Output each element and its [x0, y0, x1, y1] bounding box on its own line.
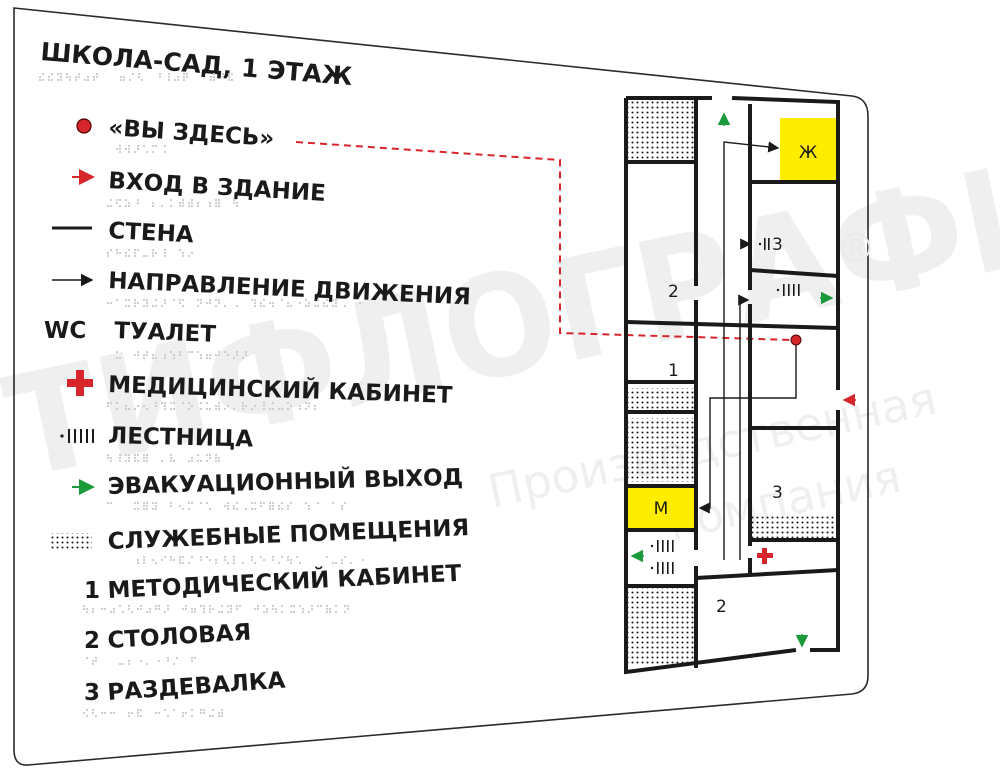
service-room	[628, 100, 694, 160]
registered-mark: ®	[836, 226, 876, 272]
room-label: 1	[668, 361, 679, 381]
braille-dots	[38, 72, 234, 82]
legend-number-3: 3	[84, 680, 100, 706]
medical-cross-icon	[757, 548, 773, 564]
braille-dots	[85, 656, 197, 666]
legend-stairs: ЛЕСТНИЦА	[108, 423, 254, 453]
medical-cross-icon	[67, 370, 93, 396]
direction-arrow	[698, 345, 797, 514]
floor-plan: Ж М	[624, 96, 856, 675]
stairs-icon	[776, 284, 800, 296]
braille-dots	[115, 350, 248, 360]
braille-dots	[106, 453, 221, 463]
you-are-here-icon	[76, 118, 92, 134]
braille-dots	[82, 604, 350, 614]
wall	[695, 568, 839, 580]
outer-wall	[624, 96, 840, 675]
wall	[625, 320, 839, 330]
service-room	[752, 514, 834, 538]
room-label: 2	[716, 597, 727, 617]
braille-dots	[82, 708, 224, 718]
sign-board	[13, 7, 869, 766]
wall	[749, 268, 839, 278]
service-room-icon	[50, 533, 92, 551]
service-room	[628, 588, 694, 666]
direction-arrow	[723, 141, 780, 560]
room-label: 3	[772, 235, 783, 255]
direction-arrow	[738, 294, 750, 560]
legend-wall: СТЕНА	[108, 218, 195, 248]
braille-dots	[106, 501, 347, 511]
wc-icon: WC	[44, 318, 86, 344]
braille-dots	[115, 144, 167, 154]
stairs-icon	[60, 429, 94, 443]
room-label: 2	[668, 282, 679, 302]
toilet-label-f: Ж	[799, 143, 817, 163]
legend-number-2: 2	[84, 628, 100, 654]
braille-dots	[106, 198, 239, 208]
legend-number-1: 1	[84, 578, 100, 604]
legend-wc: ТУАЛЕТ	[114, 318, 217, 348]
stairs-icon	[758, 238, 770, 250]
you-are-here-marker	[790, 334, 802, 346]
toilet-room-m	[628, 488, 694, 528]
toilet-label-m: М	[654, 499, 669, 519]
braille-dots	[106, 298, 362, 308]
room-label: 3	[772, 483, 783, 503]
service-room	[628, 418, 694, 482]
stairs-icon	[650, 540, 674, 574]
service-room	[628, 388, 694, 410]
braille-dots	[106, 401, 317, 411]
toilet-room-f	[780, 118, 836, 182]
braille-dots	[106, 248, 194, 258]
braille-dots	[136, 555, 365, 565]
you-are-here-route	[295, 141, 793, 341]
